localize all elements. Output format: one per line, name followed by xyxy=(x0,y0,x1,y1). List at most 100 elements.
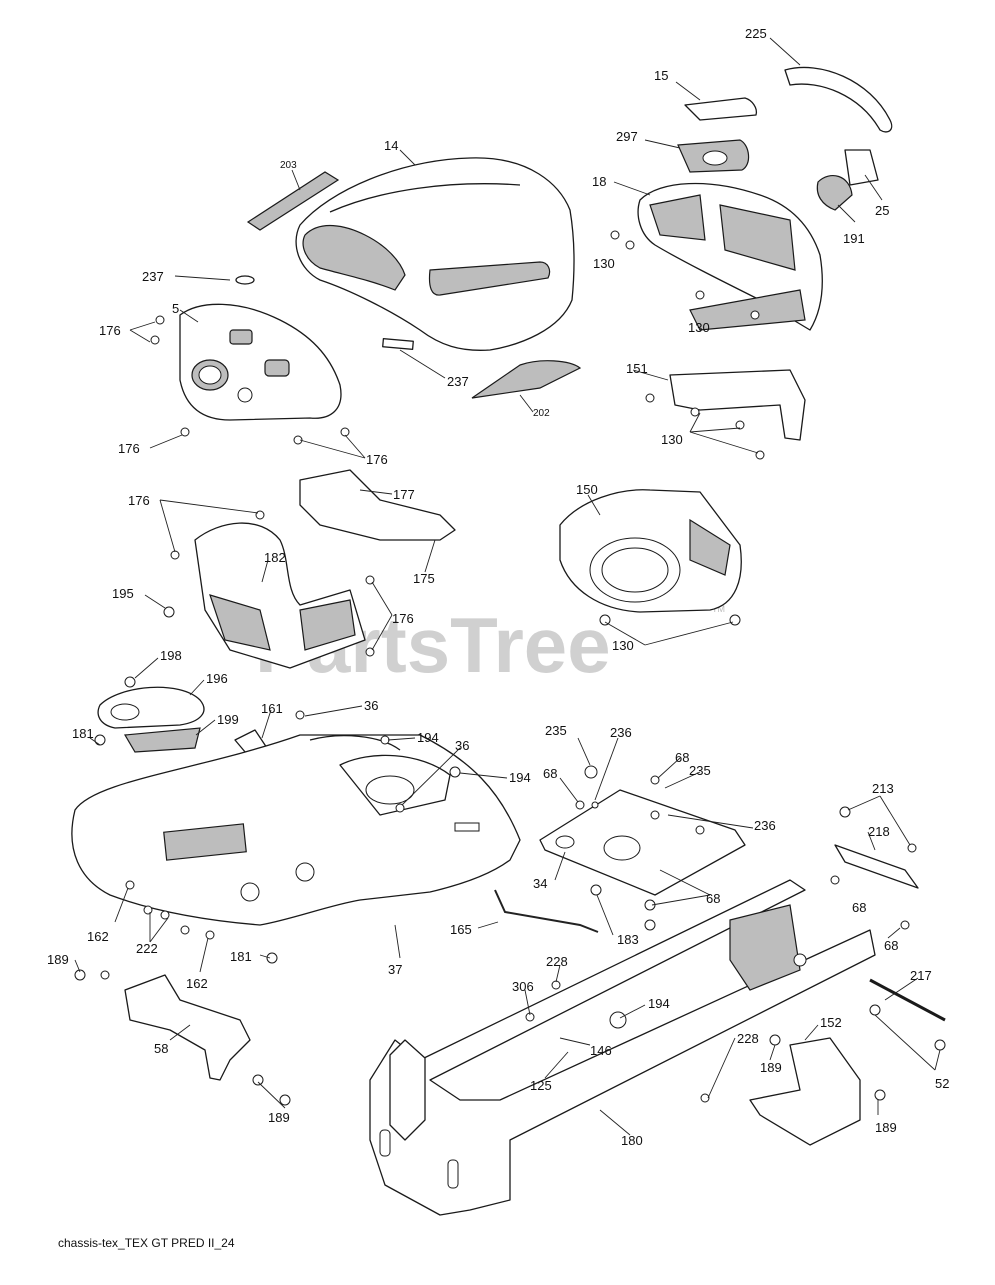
latch-part-25 xyxy=(844,149,879,186)
frame-part-180 xyxy=(369,879,876,1216)
callout-label: 177 xyxy=(393,487,415,502)
callout-label: 5 xyxy=(172,301,179,316)
rod-part-217 xyxy=(869,978,946,1022)
callout-label: 176 xyxy=(118,441,140,456)
callout-label: 130 xyxy=(593,256,615,271)
callout-label: 236 xyxy=(610,725,632,740)
callout-label: 68 xyxy=(852,900,866,915)
callout-label: 150 xyxy=(576,482,598,497)
callout-label: 222 xyxy=(136,941,158,956)
callout-label: 237 xyxy=(447,374,469,389)
callout-label: 25 xyxy=(875,203,889,218)
callout-label: 36 xyxy=(455,738,469,753)
callout-label: 165 xyxy=(450,922,472,937)
lower-panel-part xyxy=(194,522,366,669)
callout-label: 218 xyxy=(868,824,890,839)
callout-label: 182 xyxy=(264,550,286,565)
callout-label: 176 xyxy=(128,493,150,508)
callout-label: 194 xyxy=(648,996,670,1011)
callout-label: 68 xyxy=(706,891,720,906)
callout-label: 176 xyxy=(99,323,121,338)
callout-label: 194 xyxy=(417,730,439,745)
callout-label: 151 xyxy=(626,361,648,376)
callout-label: 125 xyxy=(530,1078,552,1093)
callout-label: 225 xyxy=(745,26,767,41)
callout-label: 235 xyxy=(689,763,711,778)
callout-label: 199 xyxy=(217,712,239,727)
callout-label: 58 xyxy=(154,1041,168,1056)
callout-label: 213 xyxy=(872,781,894,796)
callout-label: 306 xyxy=(512,979,534,994)
callout-label: 203 xyxy=(280,160,297,171)
watermark-tm: TM xyxy=(712,604,725,614)
bracket-part-177 xyxy=(299,469,456,541)
callout-labels: 225 15 297 18 25 191 130 130 14 203 237 … xyxy=(47,26,949,1148)
callout-label: 189 xyxy=(760,1060,782,1075)
callout-label: 235 xyxy=(545,723,567,738)
callout-label: 34 xyxy=(533,876,547,891)
callout-label: 189 xyxy=(47,952,69,967)
bracket-part-218 xyxy=(834,844,919,889)
callout-label: 191 xyxy=(843,231,865,246)
hood-part xyxy=(295,157,575,351)
callout-label: 196 xyxy=(206,671,228,686)
callout-label: 228 xyxy=(737,1031,759,1046)
callout-label: 181 xyxy=(230,949,252,964)
callout-label: 194 xyxy=(509,770,531,785)
bumper-part-225 xyxy=(784,66,893,133)
clip-part-195 xyxy=(163,606,175,618)
fasteners xyxy=(74,230,946,1106)
callout-label: 183 xyxy=(617,932,639,947)
trim-part xyxy=(471,360,582,399)
deck-part-37 xyxy=(71,734,521,926)
callout-label: 180 xyxy=(621,1133,643,1148)
plate-part-34 xyxy=(539,789,746,896)
callout-label: 189 xyxy=(875,1120,897,1135)
bracket-part-58 xyxy=(124,974,251,1081)
callout-label: 15 xyxy=(654,68,668,83)
bracket-part-151 xyxy=(669,369,806,441)
callout-label: 161 xyxy=(261,701,283,716)
leader-lines xyxy=(74,37,941,1136)
callout-label: 162 xyxy=(186,976,208,991)
clip-part-2 xyxy=(382,338,414,350)
callout-label: 36 xyxy=(364,698,378,713)
callout-label: 18 xyxy=(592,174,606,189)
callout-label: 237 xyxy=(142,269,164,284)
callout-label: 14 xyxy=(384,138,398,153)
callout-label: 152 xyxy=(820,1015,842,1030)
callout-label: 52 xyxy=(935,1076,949,1091)
diagram-code: chassis-tex_TEX GT PRED II_24 xyxy=(58,1236,235,1250)
callout-label: 68 xyxy=(543,766,557,781)
callout-label: 37 xyxy=(388,962,402,977)
callout-label: 68 xyxy=(675,750,689,765)
callout-label: 176 xyxy=(392,611,414,626)
callout-label: 228 xyxy=(546,954,568,969)
callout-label: 176 xyxy=(366,452,388,467)
callout-label: 217 xyxy=(910,968,932,983)
callout-label: 195 xyxy=(112,586,134,601)
callout-label: 146 xyxy=(590,1043,612,1058)
callout-label: 162 xyxy=(87,929,109,944)
callout-label: 130 xyxy=(612,638,634,653)
dash-panel-part xyxy=(179,303,342,421)
callout-label: 297 xyxy=(616,129,638,144)
plate-part-199 xyxy=(124,727,201,753)
lens-part-191 xyxy=(816,174,853,211)
rod-part-165 xyxy=(494,889,599,933)
footplate-part-152 xyxy=(749,1037,861,1146)
grill-part xyxy=(637,182,823,331)
callout-label: 202 xyxy=(533,408,550,419)
callout-label: 130 xyxy=(688,320,710,335)
bracket-part-15 xyxy=(684,97,758,121)
callout-label: 68 xyxy=(884,938,898,953)
callout-label: 181 xyxy=(72,726,94,741)
callout-label: 130 xyxy=(661,432,683,447)
callout-label: 175 xyxy=(413,571,435,586)
fender-part-150 xyxy=(559,489,742,613)
clip-part xyxy=(235,275,255,285)
callout-label: 189 xyxy=(268,1110,290,1125)
callout-label: 198 xyxy=(160,648,182,663)
